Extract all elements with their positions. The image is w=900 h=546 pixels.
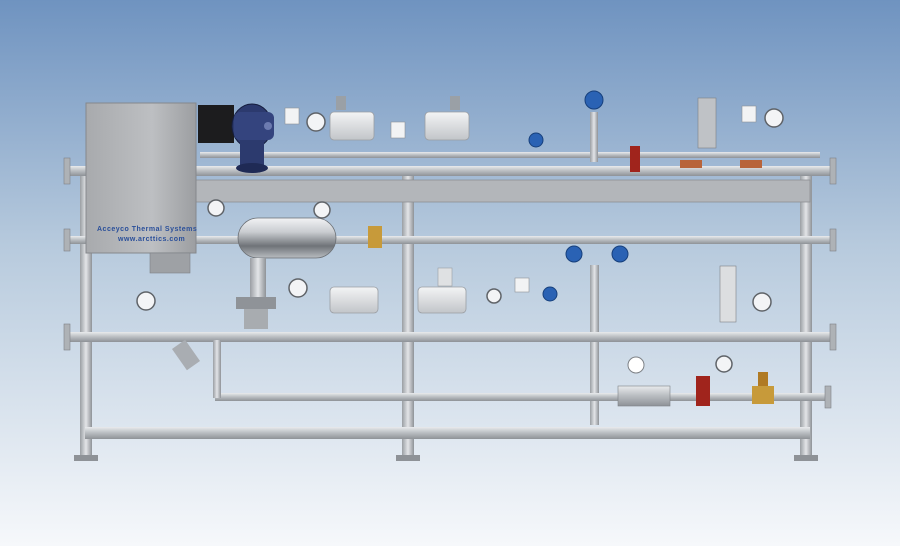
- frame-beam-bottom: [85, 427, 810, 439]
- frame-foot-center: [396, 455, 420, 461]
- frame-post-center: [402, 170, 414, 460]
- flange-right-1: [829, 157, 837, 185]
- control-panel: [85, 102, 197, 274]
- flow-transmitter-icon: [528, 90, 629, 302]
- pressure-gauge-icon: [136, 108, 784, 374]
- flange-right-4: [824, 385, 832, 409]
- flowmeter-icon: [617, 385, 671, 407]
- panel-connection-box: [149, 252, 191, 274]
- control-valve-icon: [329, 96, 470, 314]
- pipe-riser-left: [213, 340, 221, 398]
- flange-left-1: [63, 157, 71, 185]
- pipe-header-lower: [215, 393, 830, 401]
- pipe-header-middle: [65, 332, 835, 342]
- pipe-top-branch: [200, 152, 820, 158]
- flange-right-2: [829, 228, 837, 252]
- separator-tank: [236, 217, 337, 329]
- flange-right-3: [829, 323, 837, 351]
- strainer-icon: [171, 339, 201, 371]
- frame-foot-left: [74, 455, 98, 461]
- pipes: [63, 152, 837, 409]
- pipe-header-top: [65, 166, 835, 176]
- brass-valve-icon: [368, 226, 774, 404]
- junction-boxes: [284, 105, 757, 293]
- pipe-header-upper: [65, 236, 835, 244]
- pump-icon: [198, 103, 274, 173]
- frame-beam-top: [194, 179, 811, 203]
- company-website: www.arcttics.com: [118, 236, 186, 243]
- control-panel-body: [85, 102, 197, 254]
- frame-post-right: [800, 170, 812, 460]
- valve-actuators: [590, 97, 737, 323]
- frame-foot-right: [794, 455, 818, 461]
- flange-left-3: [63, 323, 71, 351]
- relief-valve-icon: [630, 146, 762, 406]
- company-name: Acceyco Thermal Systems: [97, 226, 198, 233]
- frame-post-mid: [590, 265, 599, 425]
- flange-left-2: [63, 228, 71, 252]
